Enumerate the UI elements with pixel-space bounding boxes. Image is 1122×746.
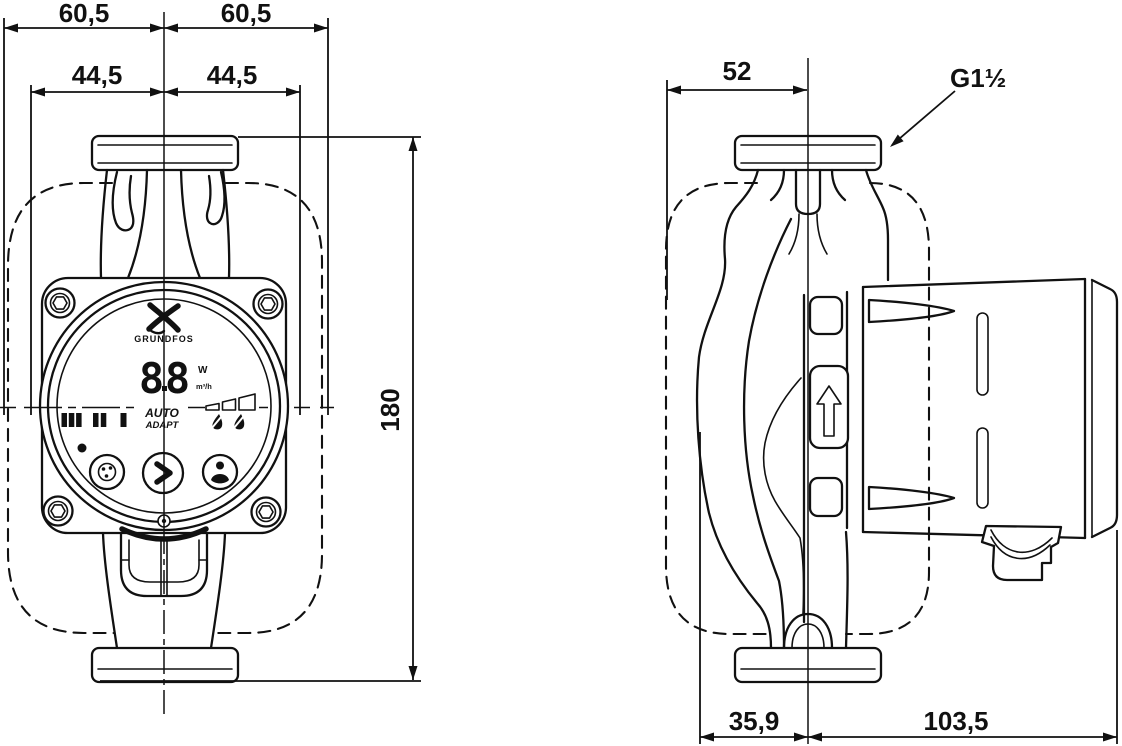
dim-label: 103,5	[923, 706, 988, 736]
droplet-icons	[210, 414, 245, 430]
thread-label: G1½	[950, 63, 1006, 93]
light-indicator-icon	[77, 443, 87, 453]
front-centerlines	[0, 12, 334, 714]
side-dimensions: 52 G1½ 35,9 103,5	[666, 56, 1118, 744]
clamp-ear	[867, 298, 956, 324]
ramp-curve-icon	[205, 393, 256, 411]
right-clip-hook	[205, 170, 226, 226]
side-motor-housing	[861, 277, 1119, 540]
unit-flow-label: m³/h	[196, 382, 212, 391]
dim-label: 44,5	[72, 60, 123, 90]
dim-label: 44,5	[207, 60, 258, 90]
front-bottom-throat	[101, 514, 227, 650]
dim-label: 60,5	[59, 0, 110, 28]
dim-35-9: 35,9	[700, 706, 808, 742]
mode-button	[141, 451, 185, 495]
front-view: GRUNDFOS 8 8 W m³/h AUTO ADAPT	[0, 12, 334, 714]
motor-vent-slot	[976, 427, 989, 509]
side-clamp-details	[808, 295, 956, 518]
display-digit: 8	[139, 354, 164, 403]
dim-label: 35,9	[729, 706, 780, 736]
pump-button	[201, 453, 239, 491]
terminal-bracket	[980, 524, 1063, 582]
dim-label: 180	[375, 388, 405, 431]
front-dimensions: 60,5 60,5 44,5 44,5 180	[3, 0, 421, 682]
dim-180-height: 180	[375, 137, 418, 680]
dim-label: 52	[723, 56, 752, 86]
grundfos-chevron-icon	[154, 461, 173, 485]
motor-vent-slot	[976, 312, 989, 396]
corner-screw-icon	[250, 496, 282, 528]
dim-60-5-left: 60,5	[4, 0, 164, 33]
speed-bars-icon	[61, 413, 127, 427]
side-envelope-dashed-outline	[664, 181, 931, 636]
corner-screw-icon	[252, 288, 284, 320]
side-body-profile	[695, 168, 849, 650]
dim-60-5-right: 60,5	[164, 0, 328, 33]
dim-103-5: 103,5	[808, 706, 1117, 742]
autoadapt-label-line2: ADAPT	[145, 420, 180, 431]
display-button	[88, 453, 126, 491]
dim-52-depth: 52	[667, 56, 807, 95]
dim-44-5-left: 44,5	[31, 60, 164, 97]
front-neck	[99, 168, 231, 280]
dim-44-5-right: 44,5	[164, 60, 300, 97]
front-top-flange	[90, 134, 240, 172]
autoadapt-label-line1: AUTO	[144, 406, 179, 420]
front-bottom-flange	[90, 646, 240, 684]
lcd-display: 8 8 W m³/h	[139, 354, 212, 403]
unit-watt-label: W	[198, 365, 208, 376]
dim-label: 60,5	[221, 0, 272, 28]
flow-arrow-plate	[808, 364, 850, 450]
side-view	[664, 58, 1119, 744]
thread-callout: G1½	[890, 63, 1006, 147]
corner-screw-icon	[42, 495, 74, 527]
display-digit: 8	[165, 354, 190, 403]
corner-screw-icon	[44, 287, 76, 319]
up-arrow-icon	[816, 385, 842, 437]
left-clip-hook	[111, 170, 135, 232]
clamp-ear	[867, 485, 956, 511]
